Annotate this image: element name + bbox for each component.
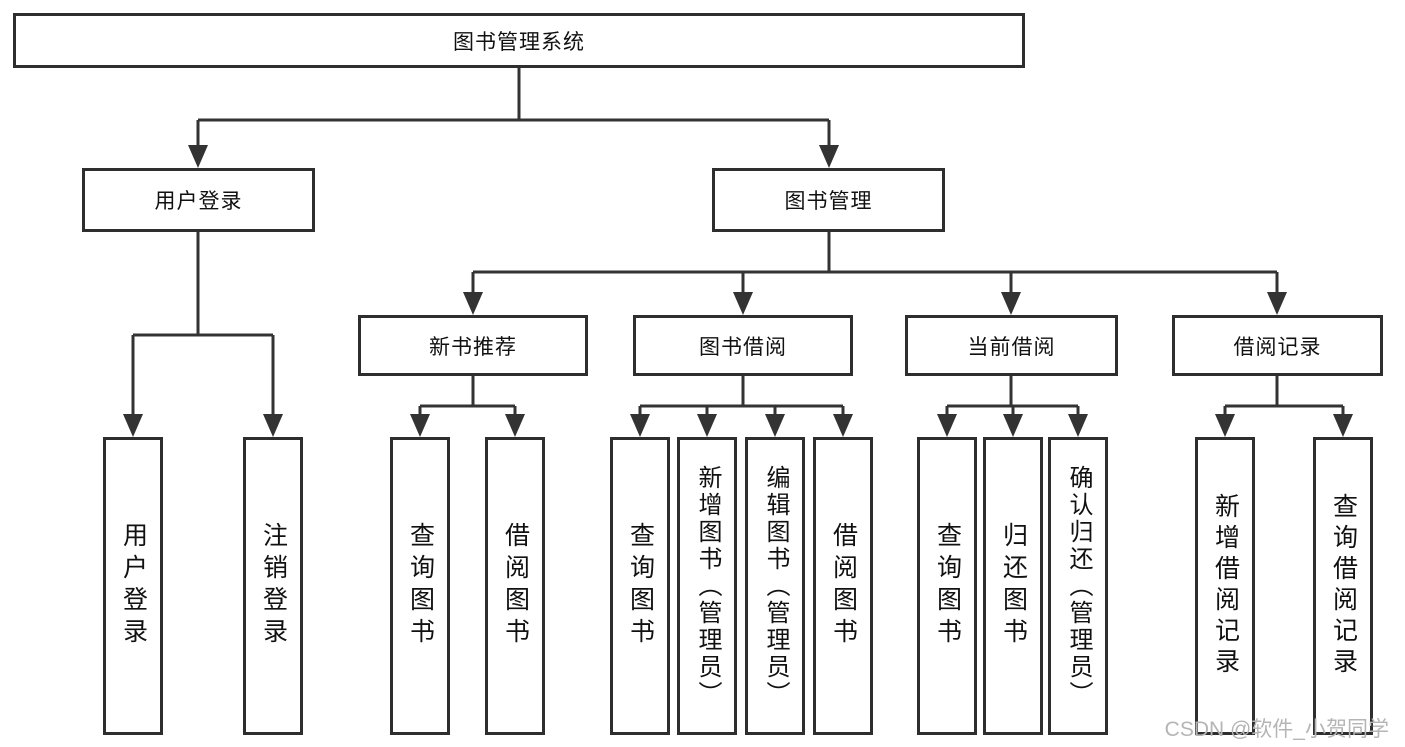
leaf-add-books-admin: 新增图书（管理员）: [677, 437, 737, 735]
leaf-label: 归还图书: [999, 522, 1028, 650]
leaf-label: 编辑图书（管理员）: [762, 464, 789, 708]
node-borrowing-records: 借阅记录: [1172, 315, 1383, 376]
node-user-login: 用户登录: [82, 168, 315, 232]
leaf-label: 借阅图书: [829, 522, 858, 650]
leaf-label: 查询借阅记录: [1329, 493, 1358, 679]
leaf-query-books: 查询图书: [610, 437, 670, 735]
leaf-label: 查询图书: [406, 522, 435, 650]
node-library-management-system: 图书管理系统: [13, 13, 1025, 68]
leaf-label: 查询图书: [626, 522, 655, 650]
leaf-query-books: 查询图书: [917, 437, 977, 735]
leaf-edit-books-admin: 编辑图书（管理员）: [745, 437, 805, 735]
leaf-label: 注销登录: [259, 522, 288, 650]
csdn-watermark: CSDN @软件_小贺同学: [1164, 718, 1389, 741]
node-new-book-recommend: 新书推荐: [358, 315, 588, 376]
leaf-query-books: 查询图书: [390, 437, 450, 735]
leaf-borrow-books: 借阅图书: [813, 437, 873, 735]
leaf-label: 新增图书（管理员）: [694, 464, 721, 708]
leaf-user-login: 用户登录: [103, 437, 163, 735]
leaf-logout: 注销登录: [243, 437, 303, 735]
leaf-borrow-books: 借阅图书: [485, 437, 545, 735]
leaf-label: 确认归还（管理员）: [1065, 464, 1092, 708]
leaf-confirm-return-admin: 确认归还（管理员）: [1048, 437, 1108, 735]
node-book-management: 图书管理: [712, 168, 945, 232]
leaf-return-books: 归还图书: [983, 437, 1043, 735]
leaf-label: 查询图书: [933, 522, 962, 650]
leaf-label: 用户登录: [119, 522, 148, 650]
leaf-query-borrow-record: 查询借阅记录: [1313, 437, 1373, 735]
node-book-borrowing: 图书借阅: [633, 315, 853, 376]
leaf-label: 新增借阅记录: [1211, 493, 1240, 679]
leaf-label: 借阅图书: [501, 522, 530, 650]
node-current-borrowing: 当前借阅: [905, 315, 1118, 376]
leaf-add-borrow-record: 新增借阅记录: [1195, 437, 1255, 735]
